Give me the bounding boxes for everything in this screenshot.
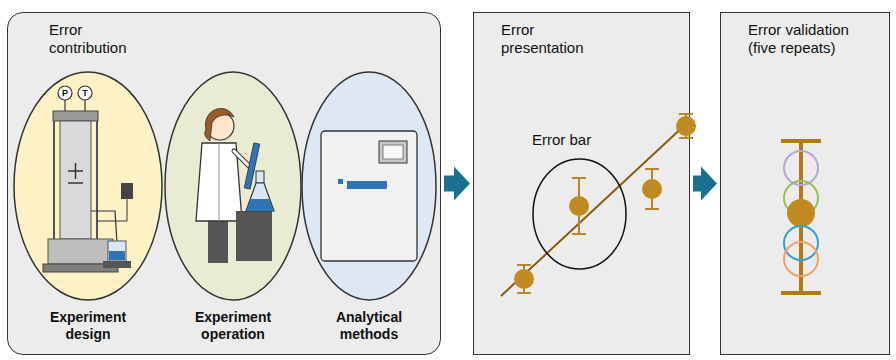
text-holder: Error contribution — [49, 21, 144, 57]
text-holder: Error bar — [532, 131, 627, 149]
group-panel: Error validation (five repeats) — [720, 12, 890, 355]
instrument-illustration — [301, 71, 437, 301]
highlight-oval: Error bar — [532, 131, 627, 271]
scatter-plot — [474, 13, 691, 356]
panel-title: Error contribution — [49, 21, 144, 57]
operator-illustration — [164, 71, 302, 301]
node-label: Experiment design — [38, 309, 138, 343]
text-holder: Error presentation — [501, 21, 611, 57]
gauge-holder: T — [78, 87, 92, 99]
node-label: Error bar — [532, 131, 627, 149]
text-holder: Experiment design — [38, 309, 138, 343]
text-holder: Experiment operation — [178, 309, 288, 343]
apparatus-illustration — [13, 71, 163, 301]
category-ellipse: Experiment design PT — [13, 71, 163, 353]
category-ellipse: Analytical methods — [301, 71, 437, 353]
gauge-letter: P — [58, 87, 72, 99]
panel-title: Error presentation — [501, 21, 611, 57]
repeat-error-bar — [721, 13, 891, 356]
panel-title: Error validation (five repeats) — [748, 21, 873, 57]
category-ellipse: Experiment operation — [164, 71, 302, 353]
node-label: Analytical methods — [319, 309, 419, 343]
flow-arrow — [693, 167, 717, 201]
text-holder: Error validation (five repeats) — [748, 21, 873, 57]
node-label: Experiment operation — [178, 309, 288, 343]
gauge-holder: P — [58, 87, 72, 99]
group-panel: Error contribution Experiment design PT E… — [7, 12, 441, 355]
text-holder: Analytical methods — [319, 309, 419, 343]
flow-arrow — [444, 167, 470, 201]
group-panel: Error presentationError bar — [473, 12, 690, 355]
gauge-letter: T — [78, 87, 92, 99]
ellipse-outline — [532, 158, 627, 270]
